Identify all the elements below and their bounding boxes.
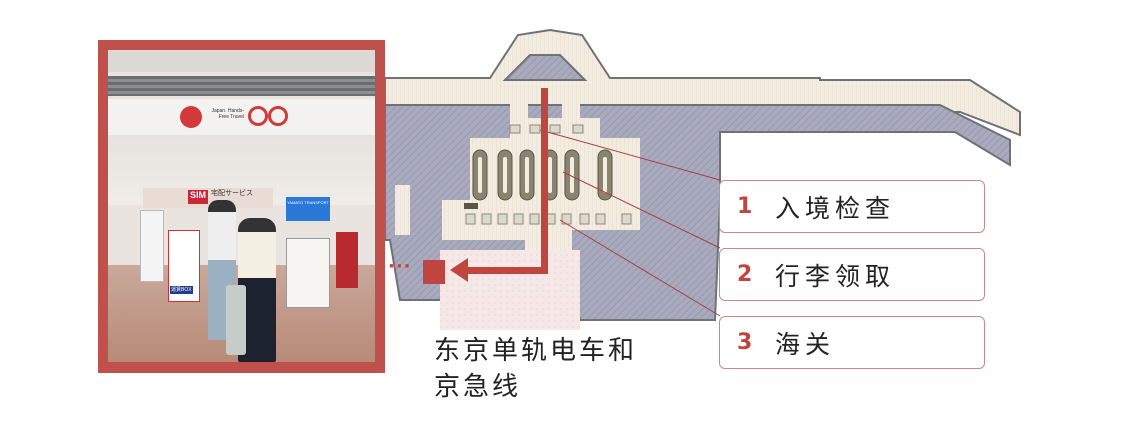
callout-baggage-claim: 2 行李领取 bbox=[719, 248, 985, 301]
info-screen: YAMATO TRANSPORT bbox=[286, 197, 330, 221]
delivery-service-sign: 宅配サービス bbox=[211, 190, 253, 198]
immigration-booths bbox=[509, 124, 584, 134]
hands-free-travel-logo bbox=[180, 106, 202, 128]
callout-customs: 3 海关 bbox=[719, 316, 985, 369]
callout-lines bbox=[539, 129, 721, 317]
photo-frame: Japan. Hands-Free Travel SIM 宅配サービス YAMA… bbox=[98, 40, 385, 373]
station-marker bbox=[423, 260, 445, 284]
destination-label: 东京单轨电车和 京急线 bbox=[434, 336, 638, 402]
callout-immigration: 1 入境检查 bbox=[719, 180, 985, 233]
hands-free-travel-sign: Japan. Hands-Free Travel bbox=[211, 108, 244, 120]
customs-booths bbox=[465, 213, 632, 225]
continuation-dots: ··· bbox=[388, 256, 412, 277]
fare-box-sign: 運賃BOX bbox=[170, 286, 193, 294]
route-arrow bbox=[423, 88, 548, 284]
hands-free-travel-counter-photo: Japan. Hands-Free Travel SIM 宅配サービス YAMA… bbox=[108, 50, 375, 362]
sim-sign: SIM bbox=[188, 190, 208, 204]
